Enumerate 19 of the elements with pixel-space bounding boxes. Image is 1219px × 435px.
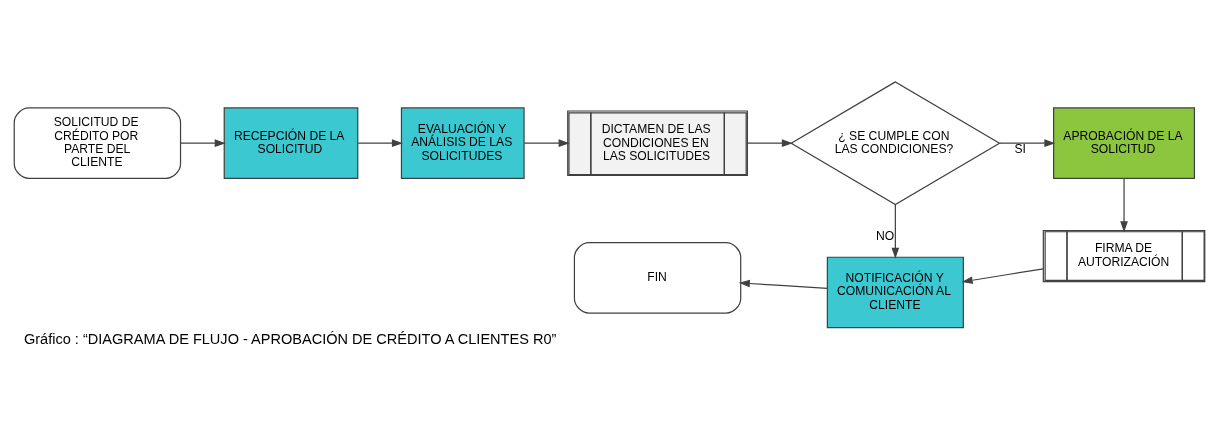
arrow xyxy=(999,139,1056,147)
arrow xyxy=(746,139,793,147)
edge-label: SI xyxy=(1014,141,1026,156)
arrow xyxy=(1120,178,1128,233)
arrow xyxy=(891,203,900,259)
caption: Gráfico : “DIAGRAMA DE FLUJO - APROBACIÓN DE CRÉDITO A CLIENTES R0” xyxy=(23,331,557,348)
edge-label: NO xyxy=(875,229,895,244)
node-box: EVALUACIÓN Y ANÁLISIS DE LAS SOLICITUDES xyxy=(400,107,525,179)
node-box: APROBACIÓN DE LA SOLICITUD xyxy=(1053,107,1196,179)
node-box: RECEPCIÓN DE LA SOLICITUD xyxy=(223,107,359,179)
node-box: NOTIFICACIÓN Y COMUNICACIÓN AL CLIENTE xyxy=(826,256,964,329)
node-diamond: ¿ SE CUMPLE CON LAS CONDICIONES? xyxy=(790,81,1001,206)
arrow xyxy=(523,139,570,147)
node-box: FIN xyxy=(573,242,742,314)
node-box: SOLICITUD DE CRÉDITO POR PARTE DEL CLIENTE xyxy=(13,107,182,179)
arrow xyxy=(180,139,226,147)
arrow xyxy=(357,139,403,147)
arrow xyxy=(738,279,828,289)
arrow xyxy=(961,268,1044,284)
